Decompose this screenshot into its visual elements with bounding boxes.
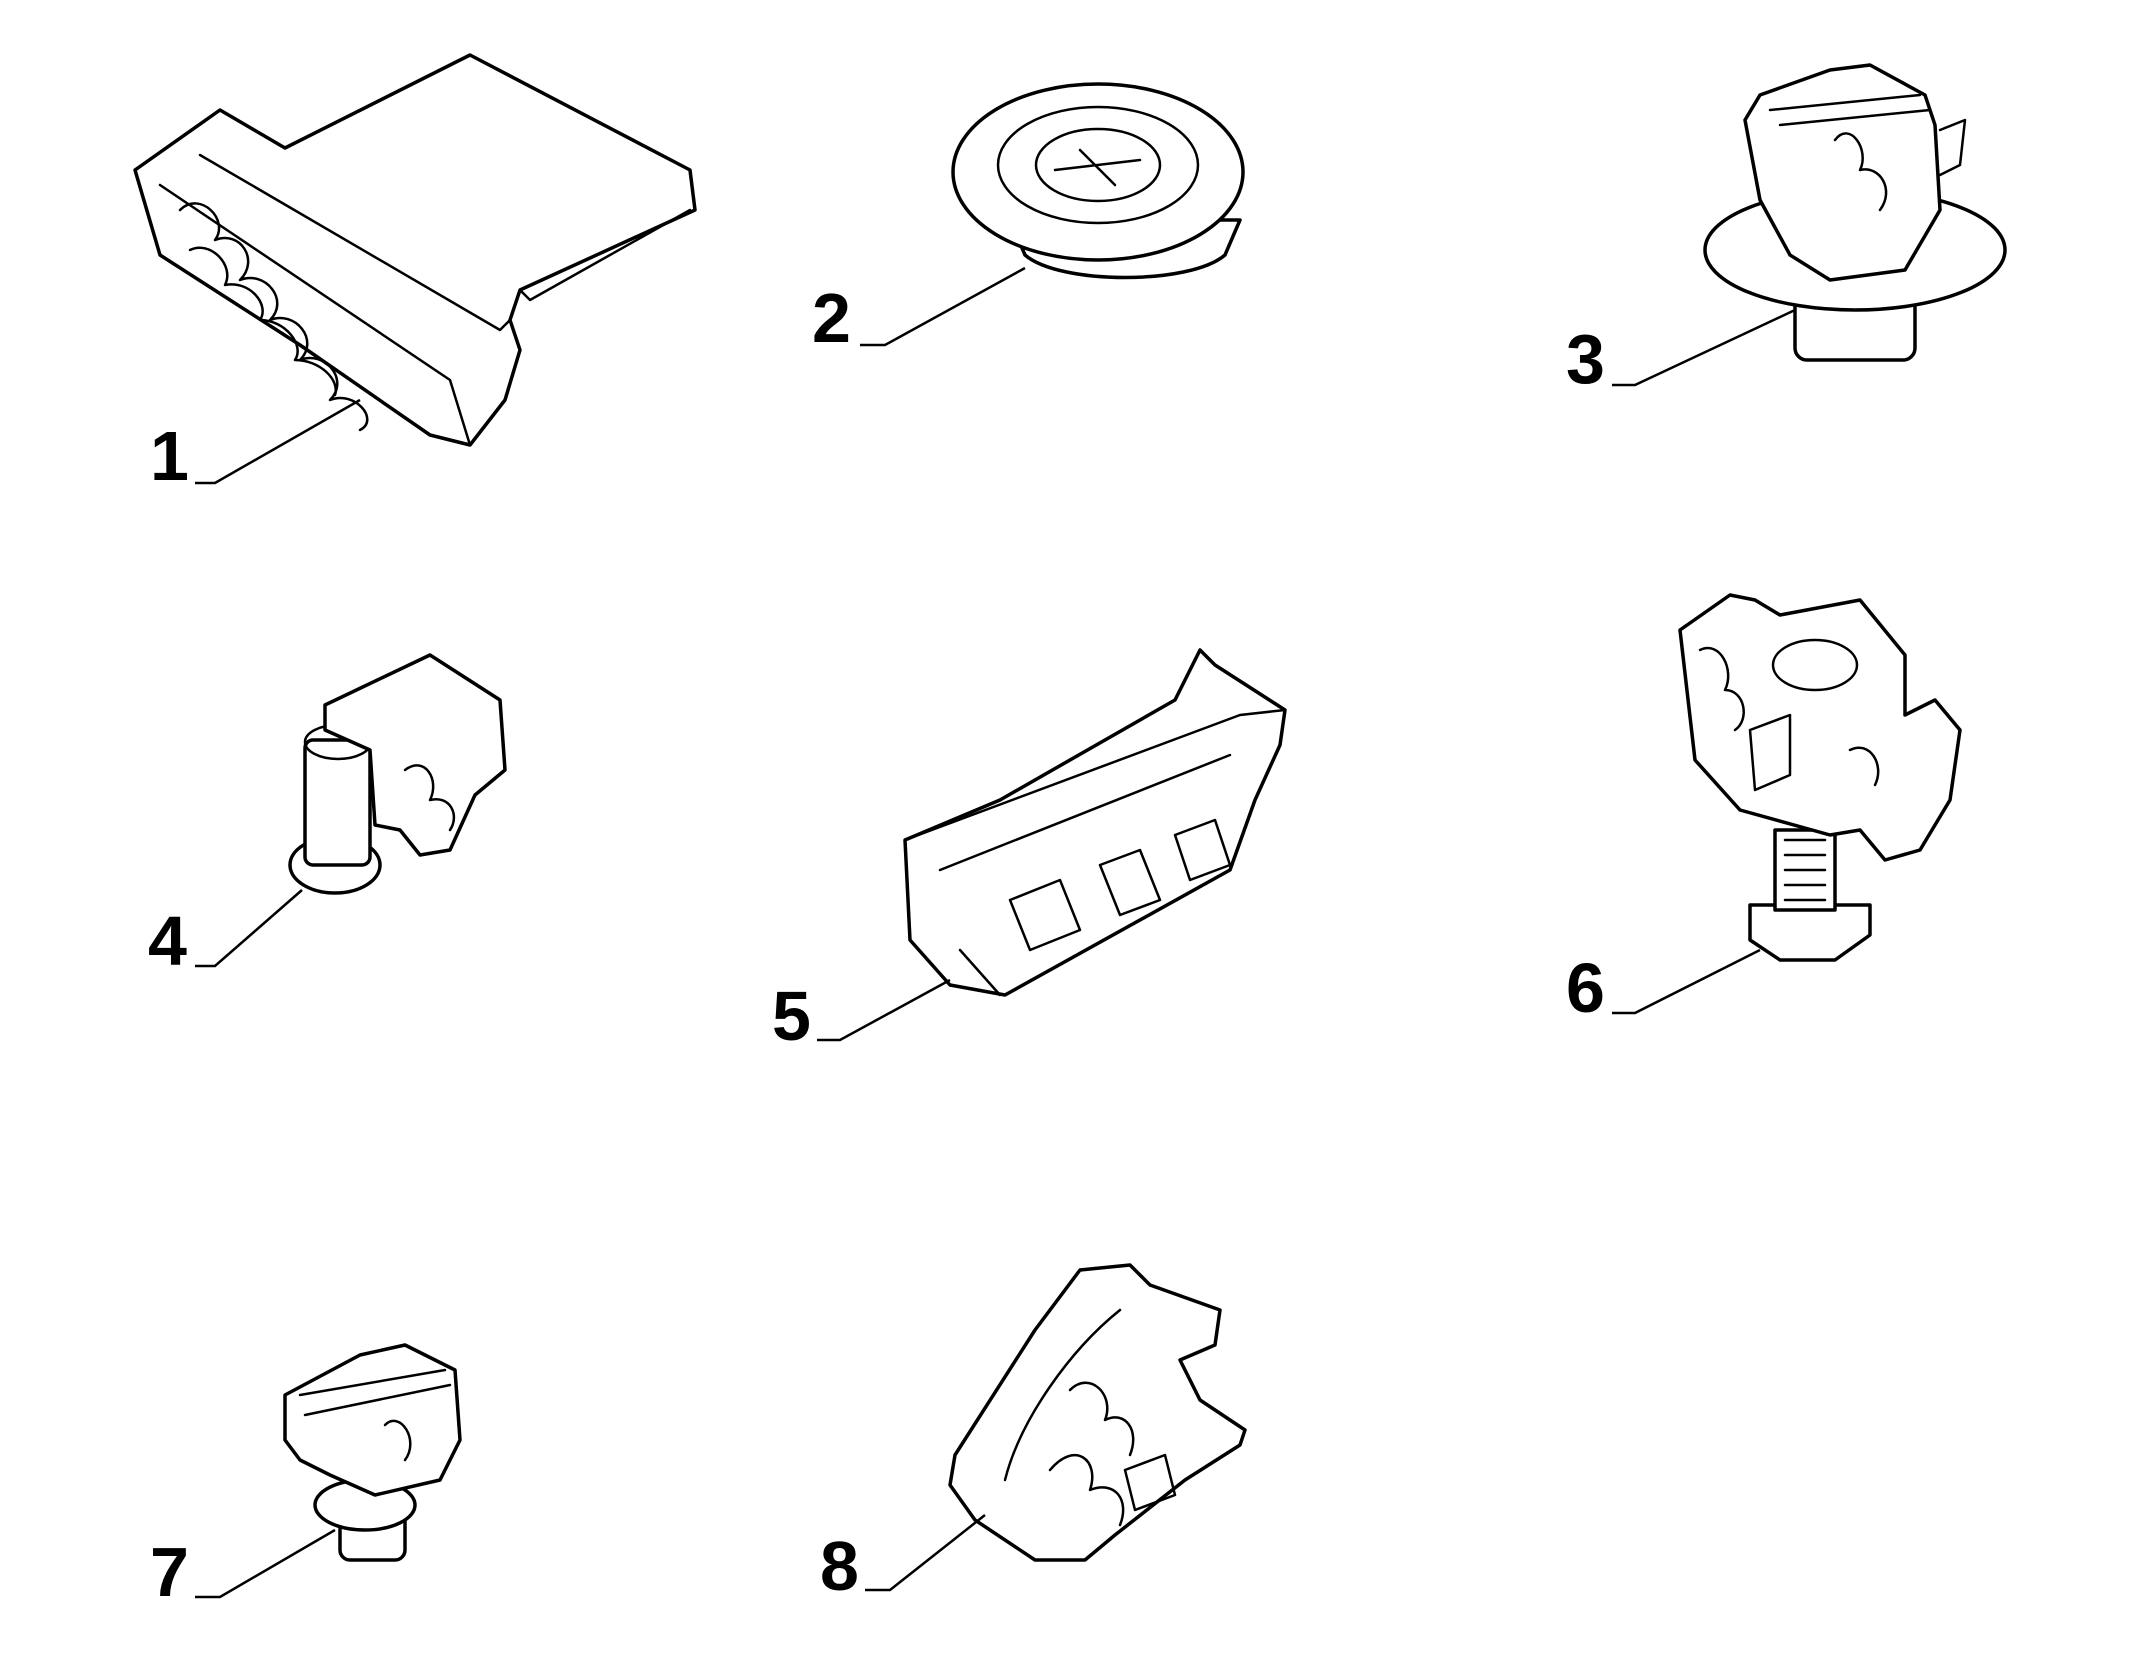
callout-4: 4 <box>148 902 187 980</box>
callout-2: 2 <box>812 279 851 357</box>
leader-7 <box>195 1528 336 1599</box>
leader-5 <box>817 978 951 1042</box>
part-2-grommet <box>951 82 1245 280</box>
callout-6: 6 <box>1566 949 1605 1027</box>
callout-7: 7 <box>150 1533 189 1611</box>
part-8-angled-cable-clip <box>948 1263 1247 1562</box>
leader-2 <box>860 266 1026 347</box>
part-7-small-push-clip <box>283 1343 462 1562</box>
leader-4 <box>195 889 303 968</box>
callout-5: 5 <box>772 977 811 1055</box>
part-6-clip-with-stud <box>1678 593 1962 962</box>
part-5-double-cable-clip <box>903 648 1287 997</box>
callout-8: 8 <box>820 1527 859 1605</box>
leader-8 <box>865 1514 986 1592</box>
part-4-clip-with-post <box>288 653 507 895</box>
leader-6 <box>1612 948 1761 1015</box>
leader-3 <box>1612 308 1796 387</box>
callout-1: 1 <box>150 417 189 495</box>
callout-3: 3 <box>1566 320 1605 398</box>
part-3-push-clip <box>1703 63 2007 362</box>
leader-1 <box>195 398 361 485</box>
part-1-cable-clip-with-tab <box>133 53 697 447</box>
